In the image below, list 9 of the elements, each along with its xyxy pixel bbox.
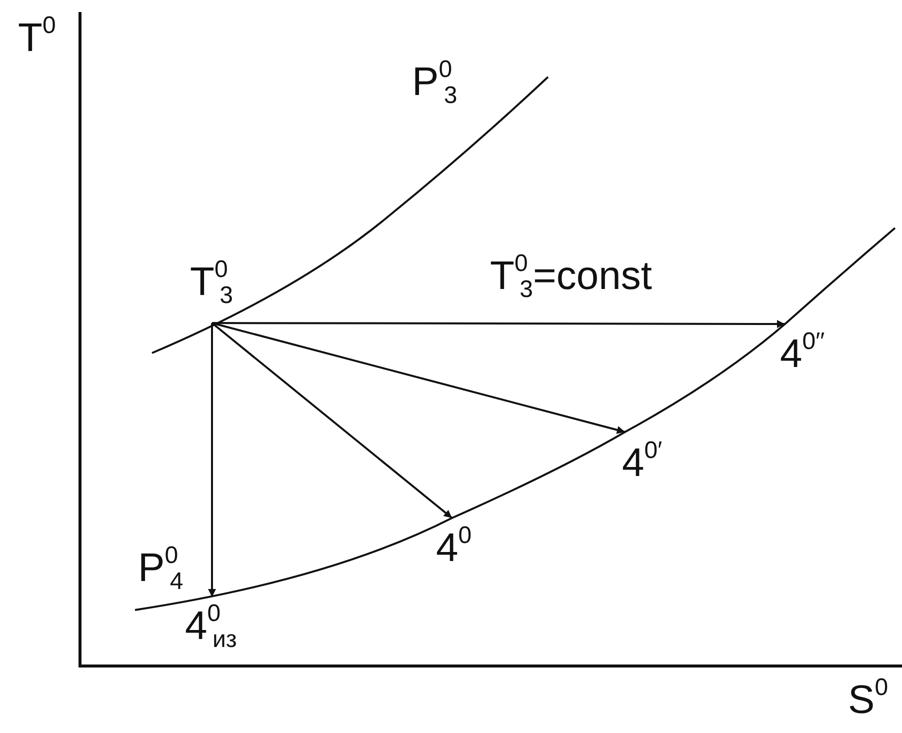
- process-arrow: [212, 320, 785, 328]
- state-point-label: 4$^{0}$: [436, 528, 472, 568]
- state-point-label: 4$^{0′′}$: [780, 334, 825, 374]
- process-arrow: [208, 323, 216, 597]
- process-label: T$^{0}$$_{3}$=const: [490, 256, 652, 296]
- axis-label: S$^{0}$: [848, 680, 888, 720]
- state-point-label: 4$^{0′}$: [622, 443, 662, 483]
- process-arrow: [211, 322, 453, 519]
- axis-label: T$^{0}$: [18, 18, 56, 58]
